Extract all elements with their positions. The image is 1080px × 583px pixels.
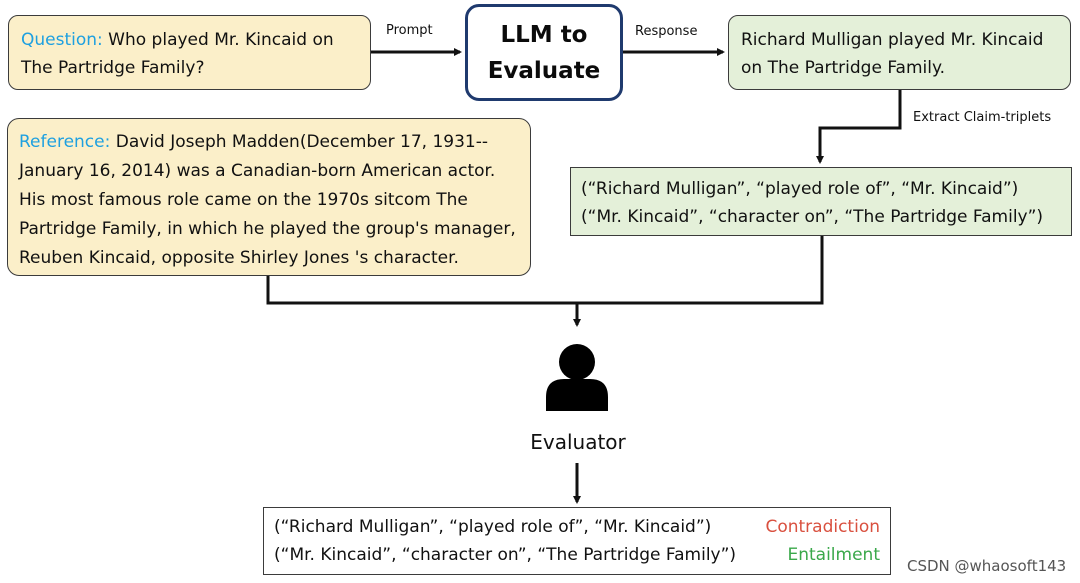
llm-title-line1: LLM to [500, 21, 588, 48]
response-edge-label: Response [635, 24, 698, 39]
claim-triplet: (“Mr. Kincaid”, “character on”, “The Par… [581, 207, 1044, 227]
llm-box: LLM to Evaluate [465, 4, 623, 101]
question-box: Question: Who played Mr. Kincaid on The … [8, 15, 371, 90]
reference-box: Reference: David Joseph Madden(December … [7, 118, 531, 276]
response-box: Richard Mulligan played Mr. Kincaid on T… [728, 15, 1071, 90]
llm-title-line2: Evaluate [487, 57, 601, 84]
claims-box: (“Richard Mulligan”, “played role of”, “… [570, 167, 1072, 236]
result-row: (“Richard Mulligan”, “played role of”, “… [274, 513, 880, 541]
reference-text: David Joseph Madden(December 17, 1931--J… [19, 132, 516, 268]
question-label: Question: [21, 30, 103, 50]
claim-triplet: (“Richard Mulligan”, “played role of”, “… [581, 179, 1019, 199]
result-verdict-entailment: Entailment [787, 545, 880, 565]
extract-arrow [816, 90, 902, 164]
question-text: Who played Mr. Kincaid on The Partridge … [21, 30, 334, 78]
result-verdict-contradiction: Contradiction [765, 517, 880, 537]
response-text: Richard Mulligan played Mr. Kincaid on T… [741, 30, 1044, 78]
result-claim: (“Richard Mulligan”, “played role of”, “… [274, 517, 712, 537]
prompt-edge-label: Prompt [386, 23, 433, 38]
watermark: CSDN @whaosoft143 [907, 557, 1067, 575]
person-icon [546, 344, 608, 411]
reference-label: Reference: [19, 132, 111, 152]
result-row: (“Mr. Kincaid”, “character on”, “The Par… [274, 541, 880, 569]
extract-edge-label: Extract Claim-triplets [913, 110, 1052, 125]
evaluator-label: Evaluator [530, 430, 626, 454]
result-claim: (“Mr. Kincaid”, “character on”, “The Par… [274, 545, 737, 565]
results-box: (“Richard Mulligan”, “played role of”, “… [263, 507, 891, 575]
reference-to-evaluator-line [266, 236, 824, 305]
